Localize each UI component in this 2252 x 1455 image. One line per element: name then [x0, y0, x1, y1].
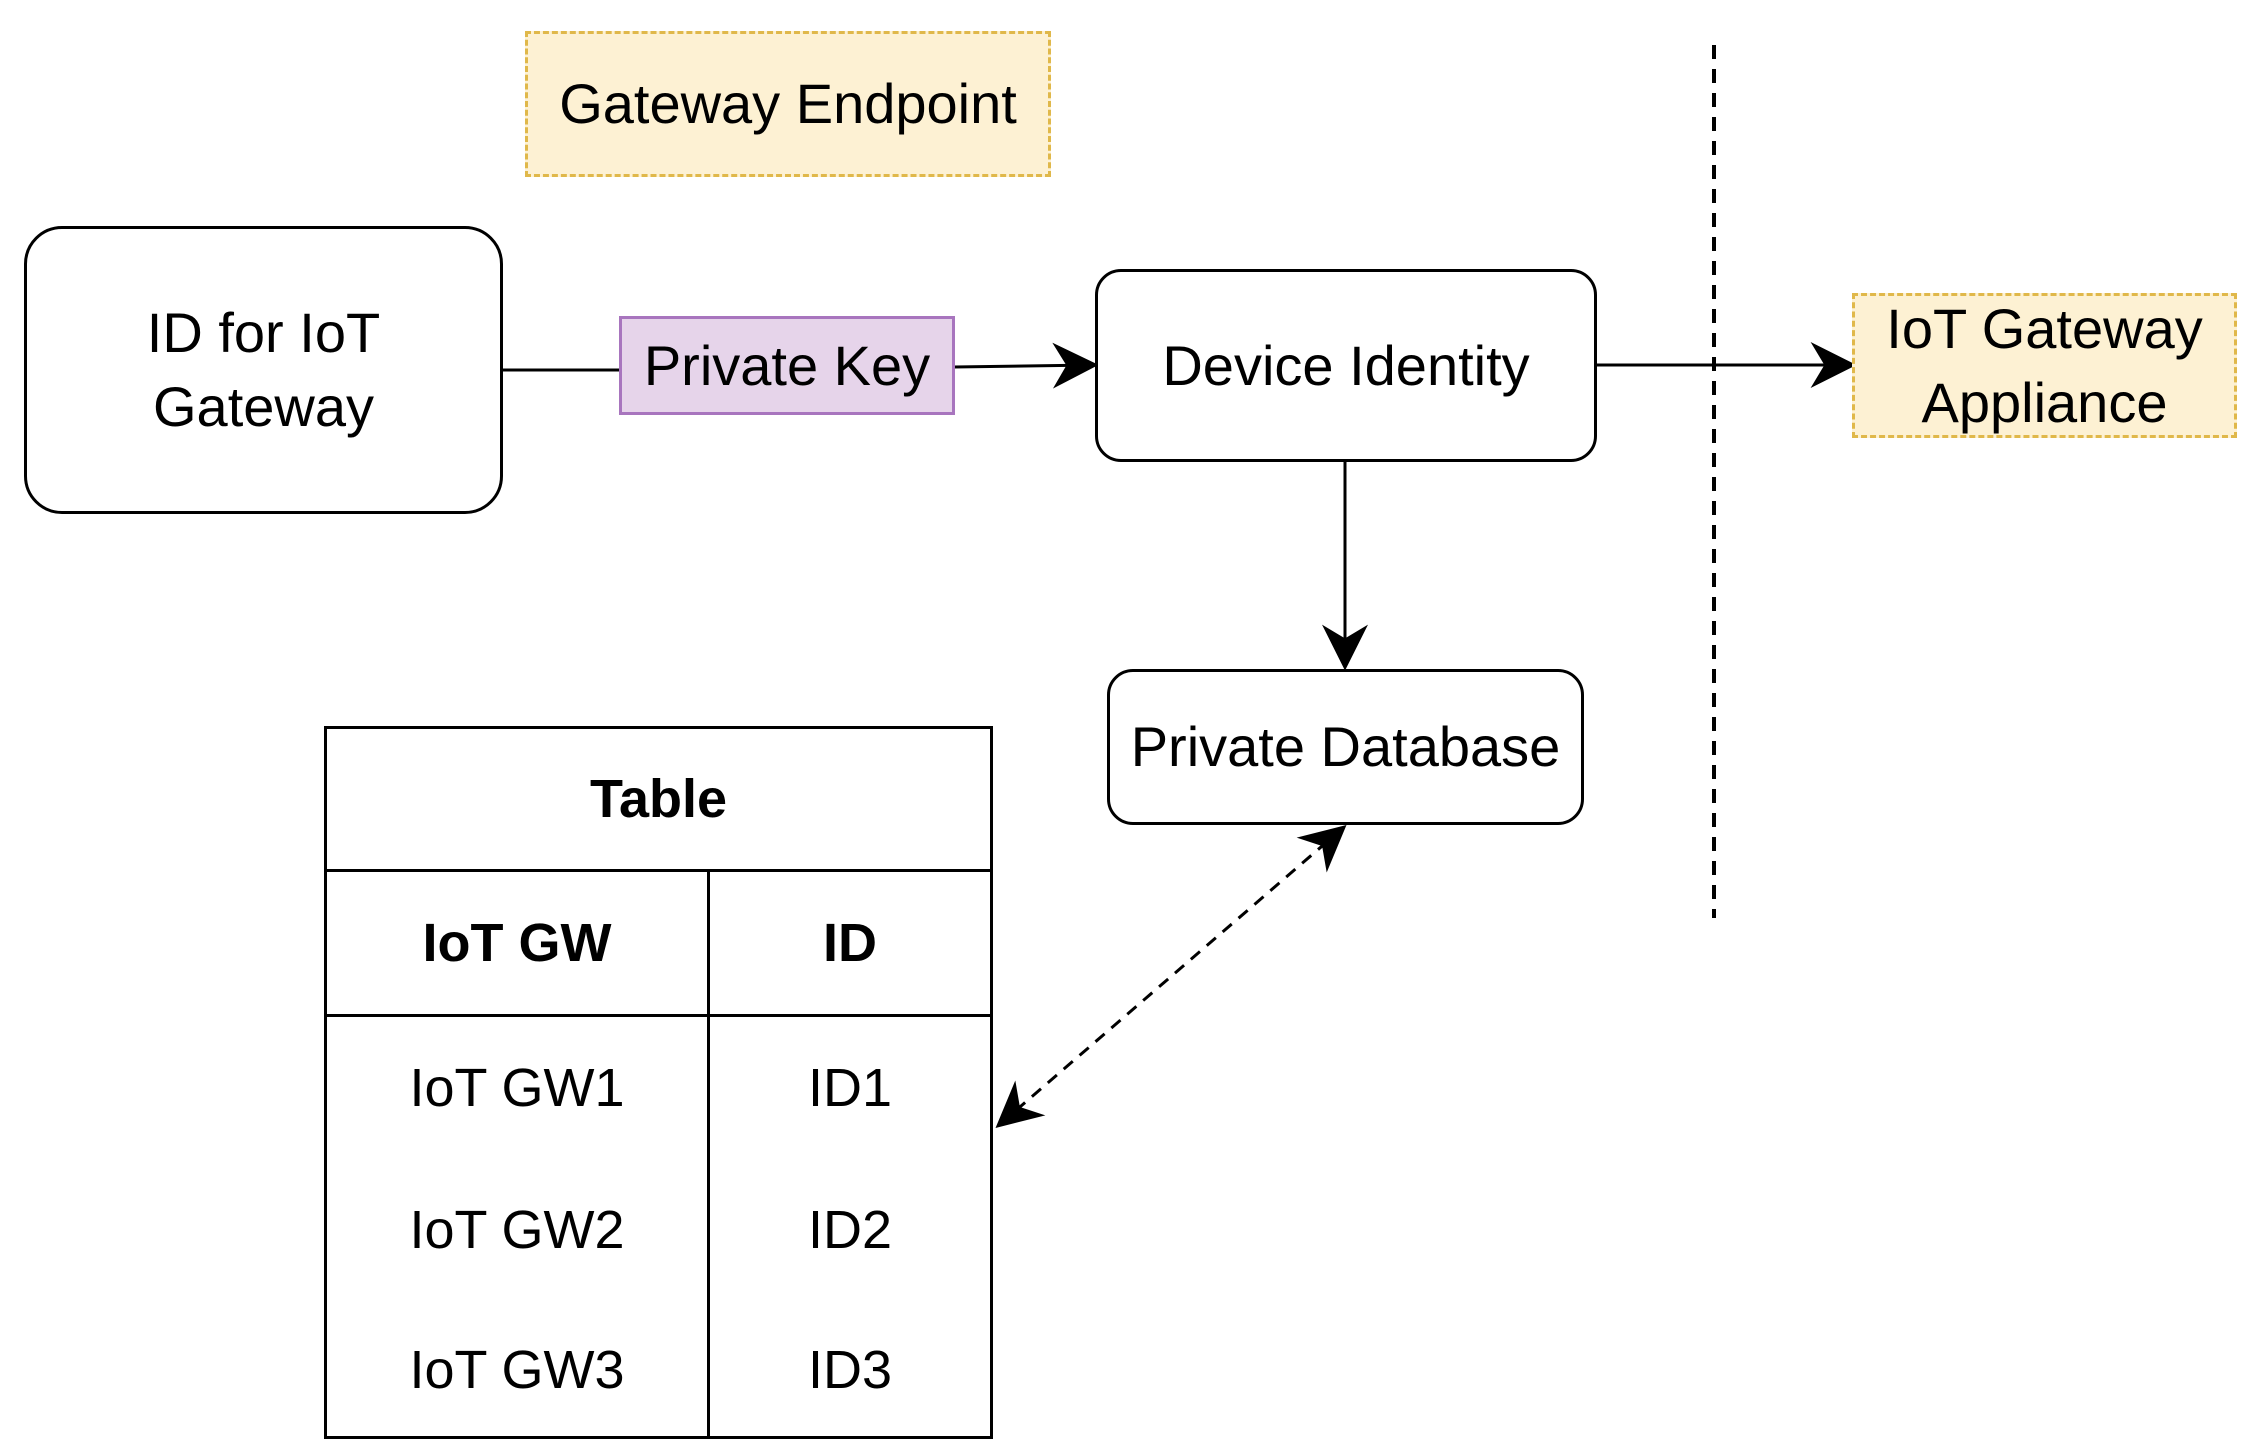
dashed-arrow-database-to-table: [995, 824, 1347, 1129]
private-database-label: Private Database: [1130, 715, 1561, 779]
id-for-iot-gateway-label: ID for IoT Gateway: [146, 301, 381, 438]
device-identity-box: Device Identity: [1095, 269, 1597, 462]
table-cell-id: ID3: [807, 1340, 893, 1400]
table-header-id: ID: [823, 913, 877, 973]
private-database-box: Private Database: [1107, 669, 1584, 825]
table-column-divider: [707, 872, 710, 1439]
private-key-box: Private Key: [619, 316, 955, 415]
private-key-label: Private Key: [643, 333, 931, 397]
table-title: Table: [327, 729, 990, 872]
gateway-endpoint-box: Gateway Endpoint: [525, 31, 1051, 177]
table-cell-gw: IoT GW2: [409, 1200, 625, 1260]
table-header-divider: [327, 1014, 990, 1017]
table-cell-id: ID1: [807, 1058, 893, 1118]
table-header-iot-gw: IoT GW: [422, 913, 612, 973]
table-cell-gw: IoT GW3: [409, 1340, 625, 1400]
iot-gateway-appliance-label: IoT Gateway Appliance: [1886, 296, 2203, 434]
table-cell-gw: IoT GW1: [409, 1058, 625, 1118]
gateway-endpoint-label: Gateway Endpoint: [559, 72, 1017, 136]
table-cell-id: ID2: [807, 1200, 893, 1260]
iot-gateway-appliance-box: IoT Gateway Appliance: [1852, 293, 2237, 438]
arrow-key-to-device-identity: [953, 342, 1099, 389]
device-identity-label: Device Identity: [1162, 333, 1530, 397]
id-for-iot-gateway-box: ID for IoT Gateway: [24, 226, 503, 514]
gateway-id-table: Table IoT GW ID IoT GW1 ID1 IoT GW2 ID2 …: [324, 726, 993, 1439]
